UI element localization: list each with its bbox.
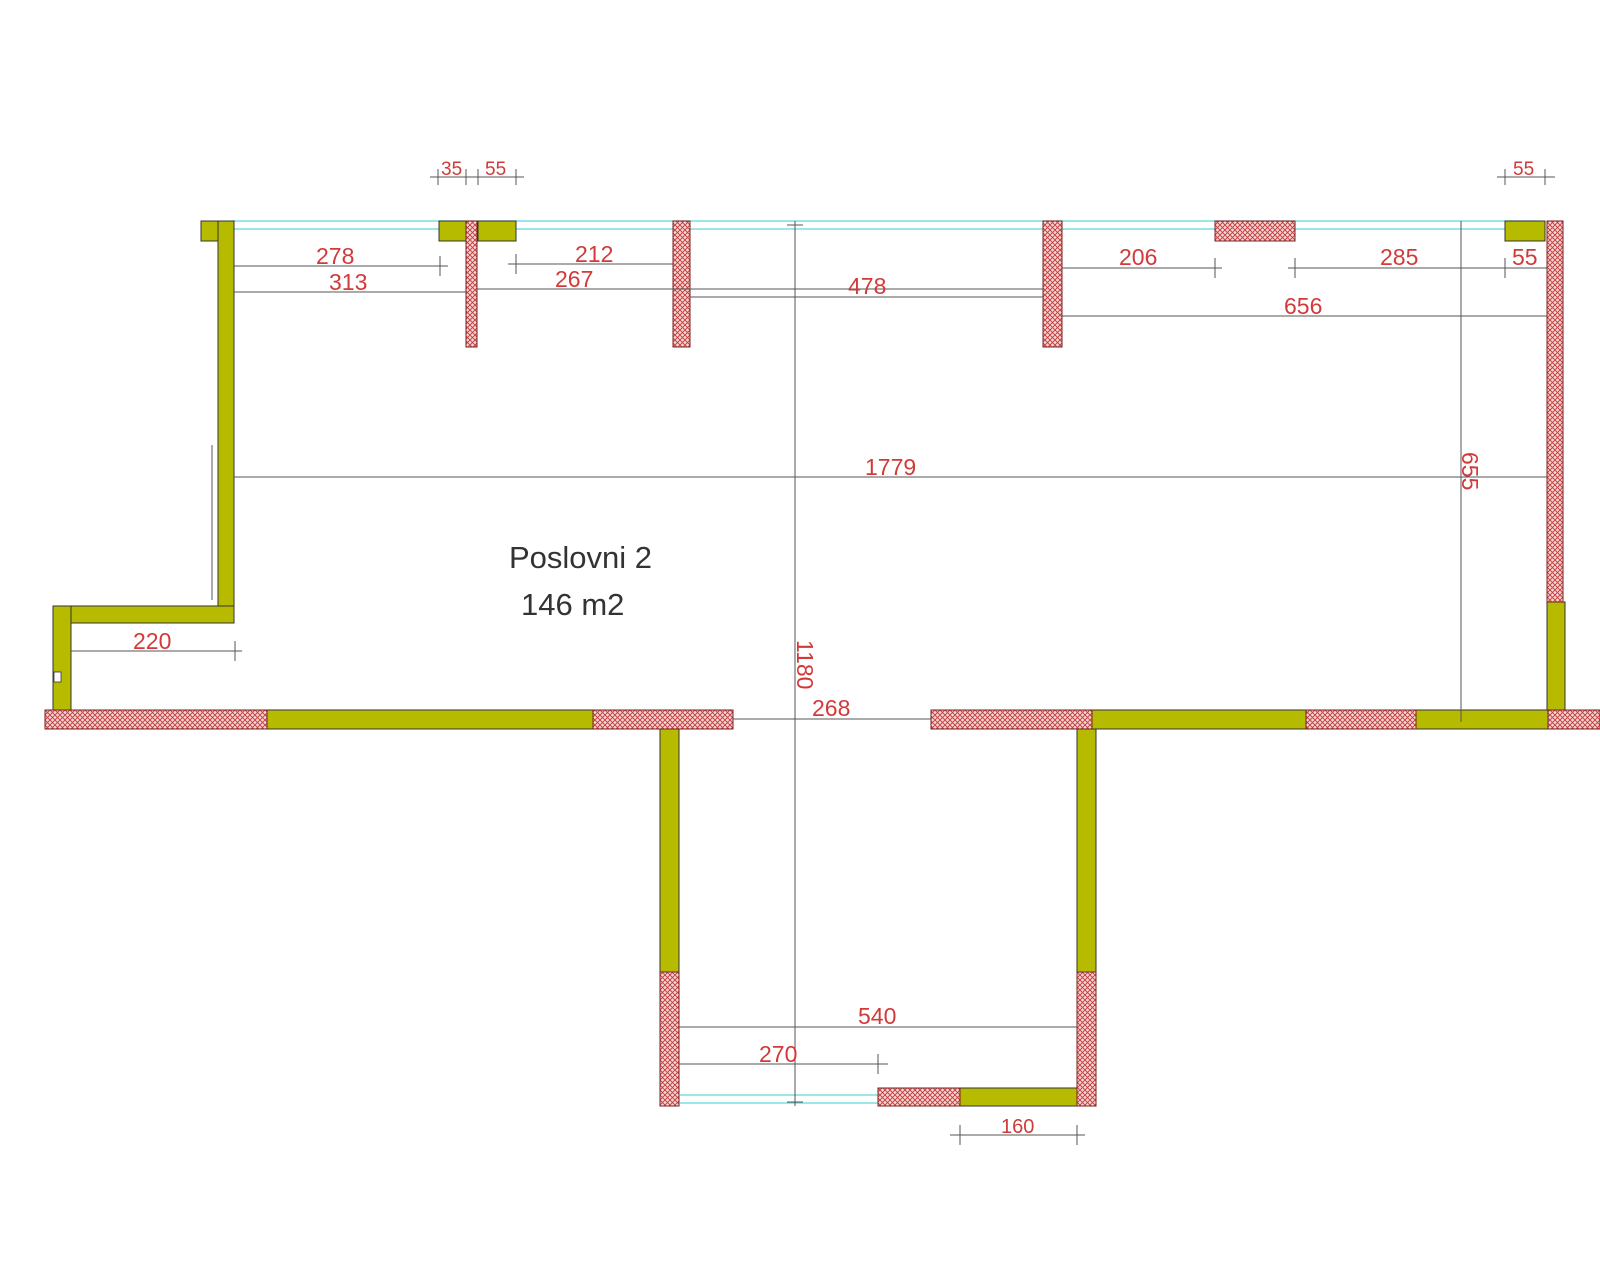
- dim-220: 220: [133, 628, 171, 654]
- dim-55-right: 55: [1512, 244, 1538, 270]
- dim-160: 160: [1001, 1116, 1034, 1138]
- dim-478: 478: [848, 273, 886, 299]
- glazing-lines: [232, 220, 1540, 1104]
- dim-285: 285: [1380, 244, 1418, 270]
- dimension-labels: 35 55 55 278 313 212 267 478 206 285 55 …: [133, 159, 1538, 1138]
- dim-206: 206: [1119, 244, 1157, 270]
- dimension-lines: [71, 169, 1555, 1145]
- dim-35: 35: [441, 159, 462, 180]
- dim-313: 313: [329, 269, 367, 295]
- dim-278: 278: [316, 243, 354, 269]
- dim-267: 267: [555, 266, 593, 292]
- dim-55-top-left: 55: [485, 159, 506, 180]
- concrete-walls: [52, 220, 1566, 1107]
- dim-270: 270: [759, 1041, 797, 1067]
- dim-1779: 1779: [865, 454, 916, 480]
- dim-655: 655: [1457, 452, 1483, 490]
- brick-walls: [44, 220, 1600, 1107]
- dim-656: 656: [1284, 293, 1322, 319]
- room-name: Poslovni 2: [509, 540, 652, 575]
- dim-540: 540: [858, 1003, 896, 1029]
- door-marker: [53, 671, 62, 683]
- dim-268: 268: [812, 695, 850, 721]
- dim-212: 212: [575, 241, 613, 267]
- dim-1180: 1180: [792, 640, 818, 689]
- room-area: 146 m2: [521, 587, 624, 622]
- dim-55-top-right: 55: [1513, 159, 1534, 180]
